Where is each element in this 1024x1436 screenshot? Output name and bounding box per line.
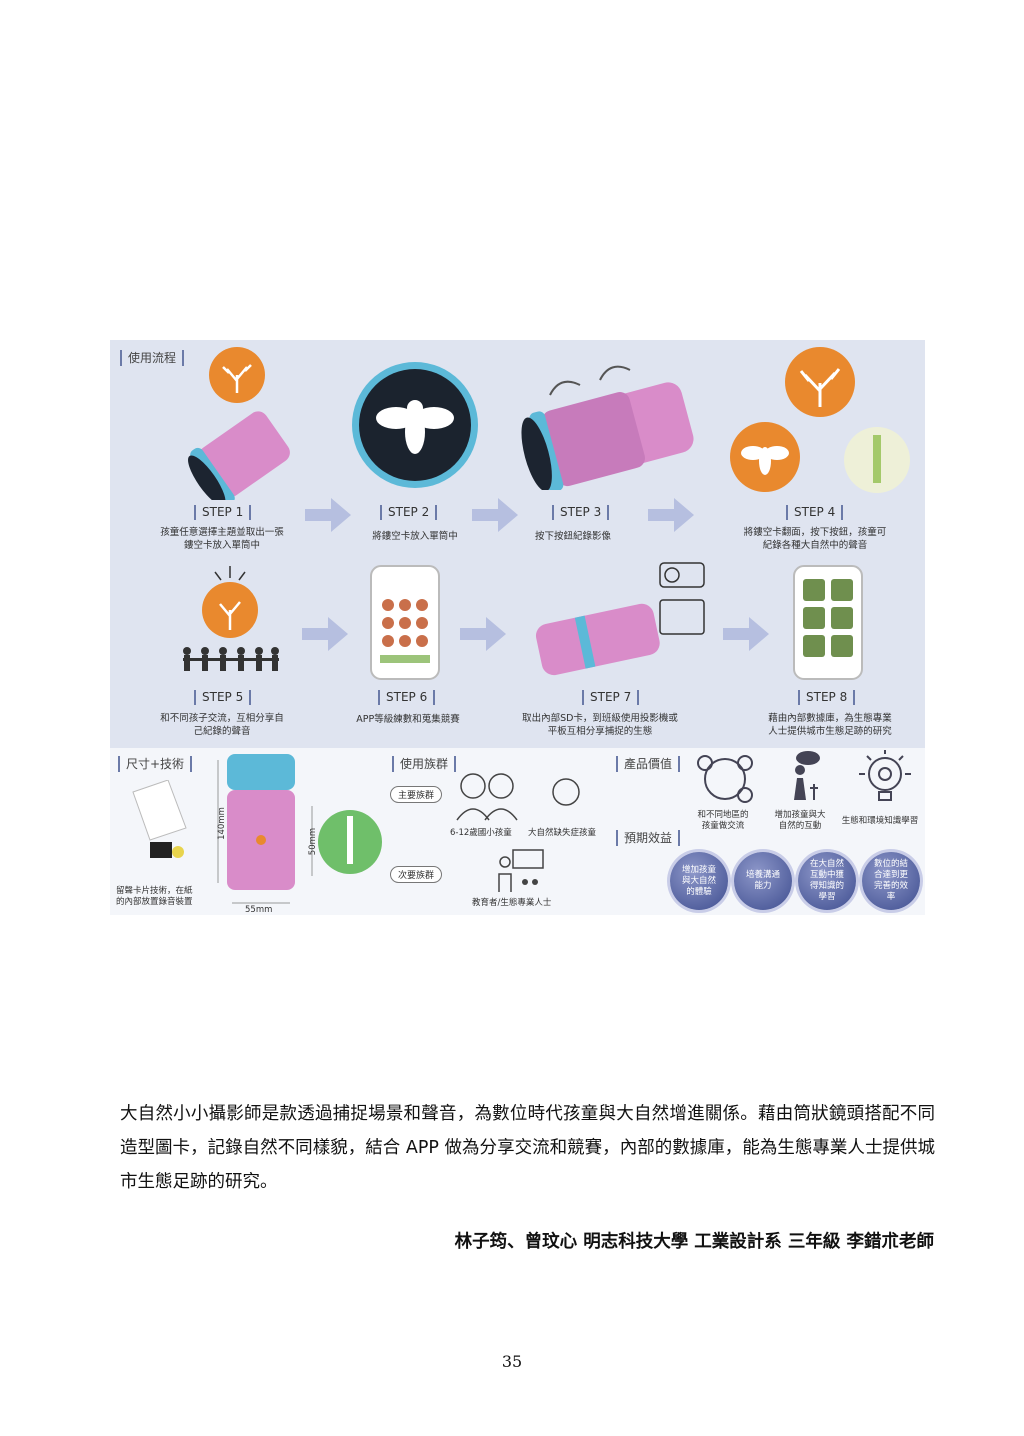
step2-label: STEP 2 xyxy=(380,505,438,520)
arrow-icon xyxy=(302,617,348,651)
secondary-group-tag: 次要族群 xyxy=(390,866,443,883)
step8-label: STEP 8 xyxy=(798,690,856,705)
step6-desc: APP等級練數和蒐集競賽 xyxy=(356,714,460,725)
flow-title: 使用流程 xyxy=(120,350,185,366)
details-panel: 尺寸+技術 留聲卡片技術，在紙的內部放置錄音裝置 140mm 50mm 55mm… xyxy=(110,748,925,915)
usage-flow-panel: 使用流程 STEP 1 孩童任意選擇主題並取出一張鏤空卡放入單筒中 STEP 2… xyxy=(110,340,925,748)
child-nature-icon xyxy=(794,751,820,800)
size-tech-title: 尺寸+技術 xyxy=(118,756,193,772)
expected-benefits-title: 預期效益 xyxy=(616,830,681,846)
product-value-title: 產品價值 xyxy=(616,756,681,772)
benefit-bubble-3: 在大自然互動中獲得知識的學習 xyxy=(798,852,856,910)
arrow-icon xyxy=(305,498,351,532)
arrow-icon xyxy=(472,498,518,532)
step5-desc: 和不同孩子交流，互相分享自己紀錄的聲音 xyxy=(160,713,284,737)
step4-desc: 將鏤空卡翻面，按下按鈕，孩童可紀錄各種大自然中的聲音 xyxy=(743,527,887,551)
dim-width-label: 55mm xyxy=(245,905,273,915)
step5-label: STEP 5 xyxy=(194,690,252,705)
primary-group-label: 6-12歲國小孩童 xyxy=(450,828,512,838)
body-paragraph: 大自然小小攝影師是款透過捕捉場景和聲音，為數位時代孩童與大自然增進關係。藉由筒狀… xyxy=(120,1104,935,1192)
benefit-bubble-1: 增加孩童與大自然的體驗 xyxy=(670,852,728,910)
step7-desc: 取出內部SD卡，到班級使用投影機或平板互相分享捕捉的生態 xyxy=(522,713,678,737)
step5-illustration xyxy=(183,566,279,671)
secondary-group-label: 教育者/生態專業人士 xyxy=(472,898,552,908)
value-item-1: 和不同地區的孩童做交流 xyxy=(697,810,749,831)
value-item-2: 增加孩童與大自然的互動 xyxy=(774,810,826,831)
educator-icon xyxy=(498,849,544,892)
globe-network-icon xyxy=(697,755,753,803)
step8-phone-illustration xyxy=(793,565,863,680)
arrow-icon xyxy=(460,617,506,651)
arrow-icon xyxy=(648,498,694,532)
step4-illustration xyxy=(730,347,910,493)
dim-height-label: 140mm xyxy=(216,807,227,840)
step4-label: STEP 4 xyxy=(786,505,844,520)
primary-group-label-2: 大自然缺失症孩童 xyxy=(528,828,597,838)
value-item-3: 生態和環境知識學習 xyxy=(841,816,919,826)
benefit-bubble-4: 數位的結合達到更完善的效率 xyxy=(862,852,920,910)
step1-illustration xyxy=(188,347,290,500)
primary-group-tag: 主要族群 xyxy=(390,786,443,803)
step6-phone-illustration xyxy=(370,565,440,680)
author-credit: 林子筠、曾玟心 明志科技大學 工業設計系 三年級 李錯朮老師 xyxy=(454,1232,934,1252)
user-group-title: 使用族群 xyxy=(392,756,457,772)
step7-illustration xyxy=(535,562,705,676)
step7-label: STEP 7 xyxy=(582,690,640,705)
lightbulb-gear-icon xyxy=(859,750,911,801)
step2-desc: 將鏤空卡放入單筒中 xyxy=(372,531,458,542)
step3-desc: 按下按鈕紀錄影像 xyxy=(534,531,611,542)
sound-card-illustration xyxy=(132,780,187,858)
sound-card-caption: 留聲卡片技術，在紙的內部放置錄音裝置 xyxy=(116,886,193,907)
arrow-icon xyxy=(723,617,769,651)
step3-label: STEP 3 xyxy=(552,505,610,520)
page-number: 35 xyxy=(501,1352,523,1371)
benefit-bubble-2: 培養溝通能力 xyxy=(734,852,792,910)
step2-illustration xyxy=(352,362,478,488)
children-icon xyxy=(456,773,580,821)
step6-label: STEP 6 xyxy=(378,690,436,705)
infographic-board: 使用流程 STEP 1 孩童任意選擇主題並取出一張鏤空卡放入單筒中 STEP 2… xyxy=(110,340,925,915)
step1-desc: 孩童任意選擇主題並取出一張鏤空卡放入單筒中 xyxy=(160,527,284,551)
step8-desc: 藉由內部數據庫，為生態專業人士提供城市生態足跡的研究 xyxy=(768,713,892,737)
dimension-diagram xyxy=(217,754,382,904)
step1-label: STEP 1 xyxy=(194,505,252,520)
dim-card-label: 50mm xyxy=(308,827,319,856)
step3-illustration xyxy=(521,365,694,490)
